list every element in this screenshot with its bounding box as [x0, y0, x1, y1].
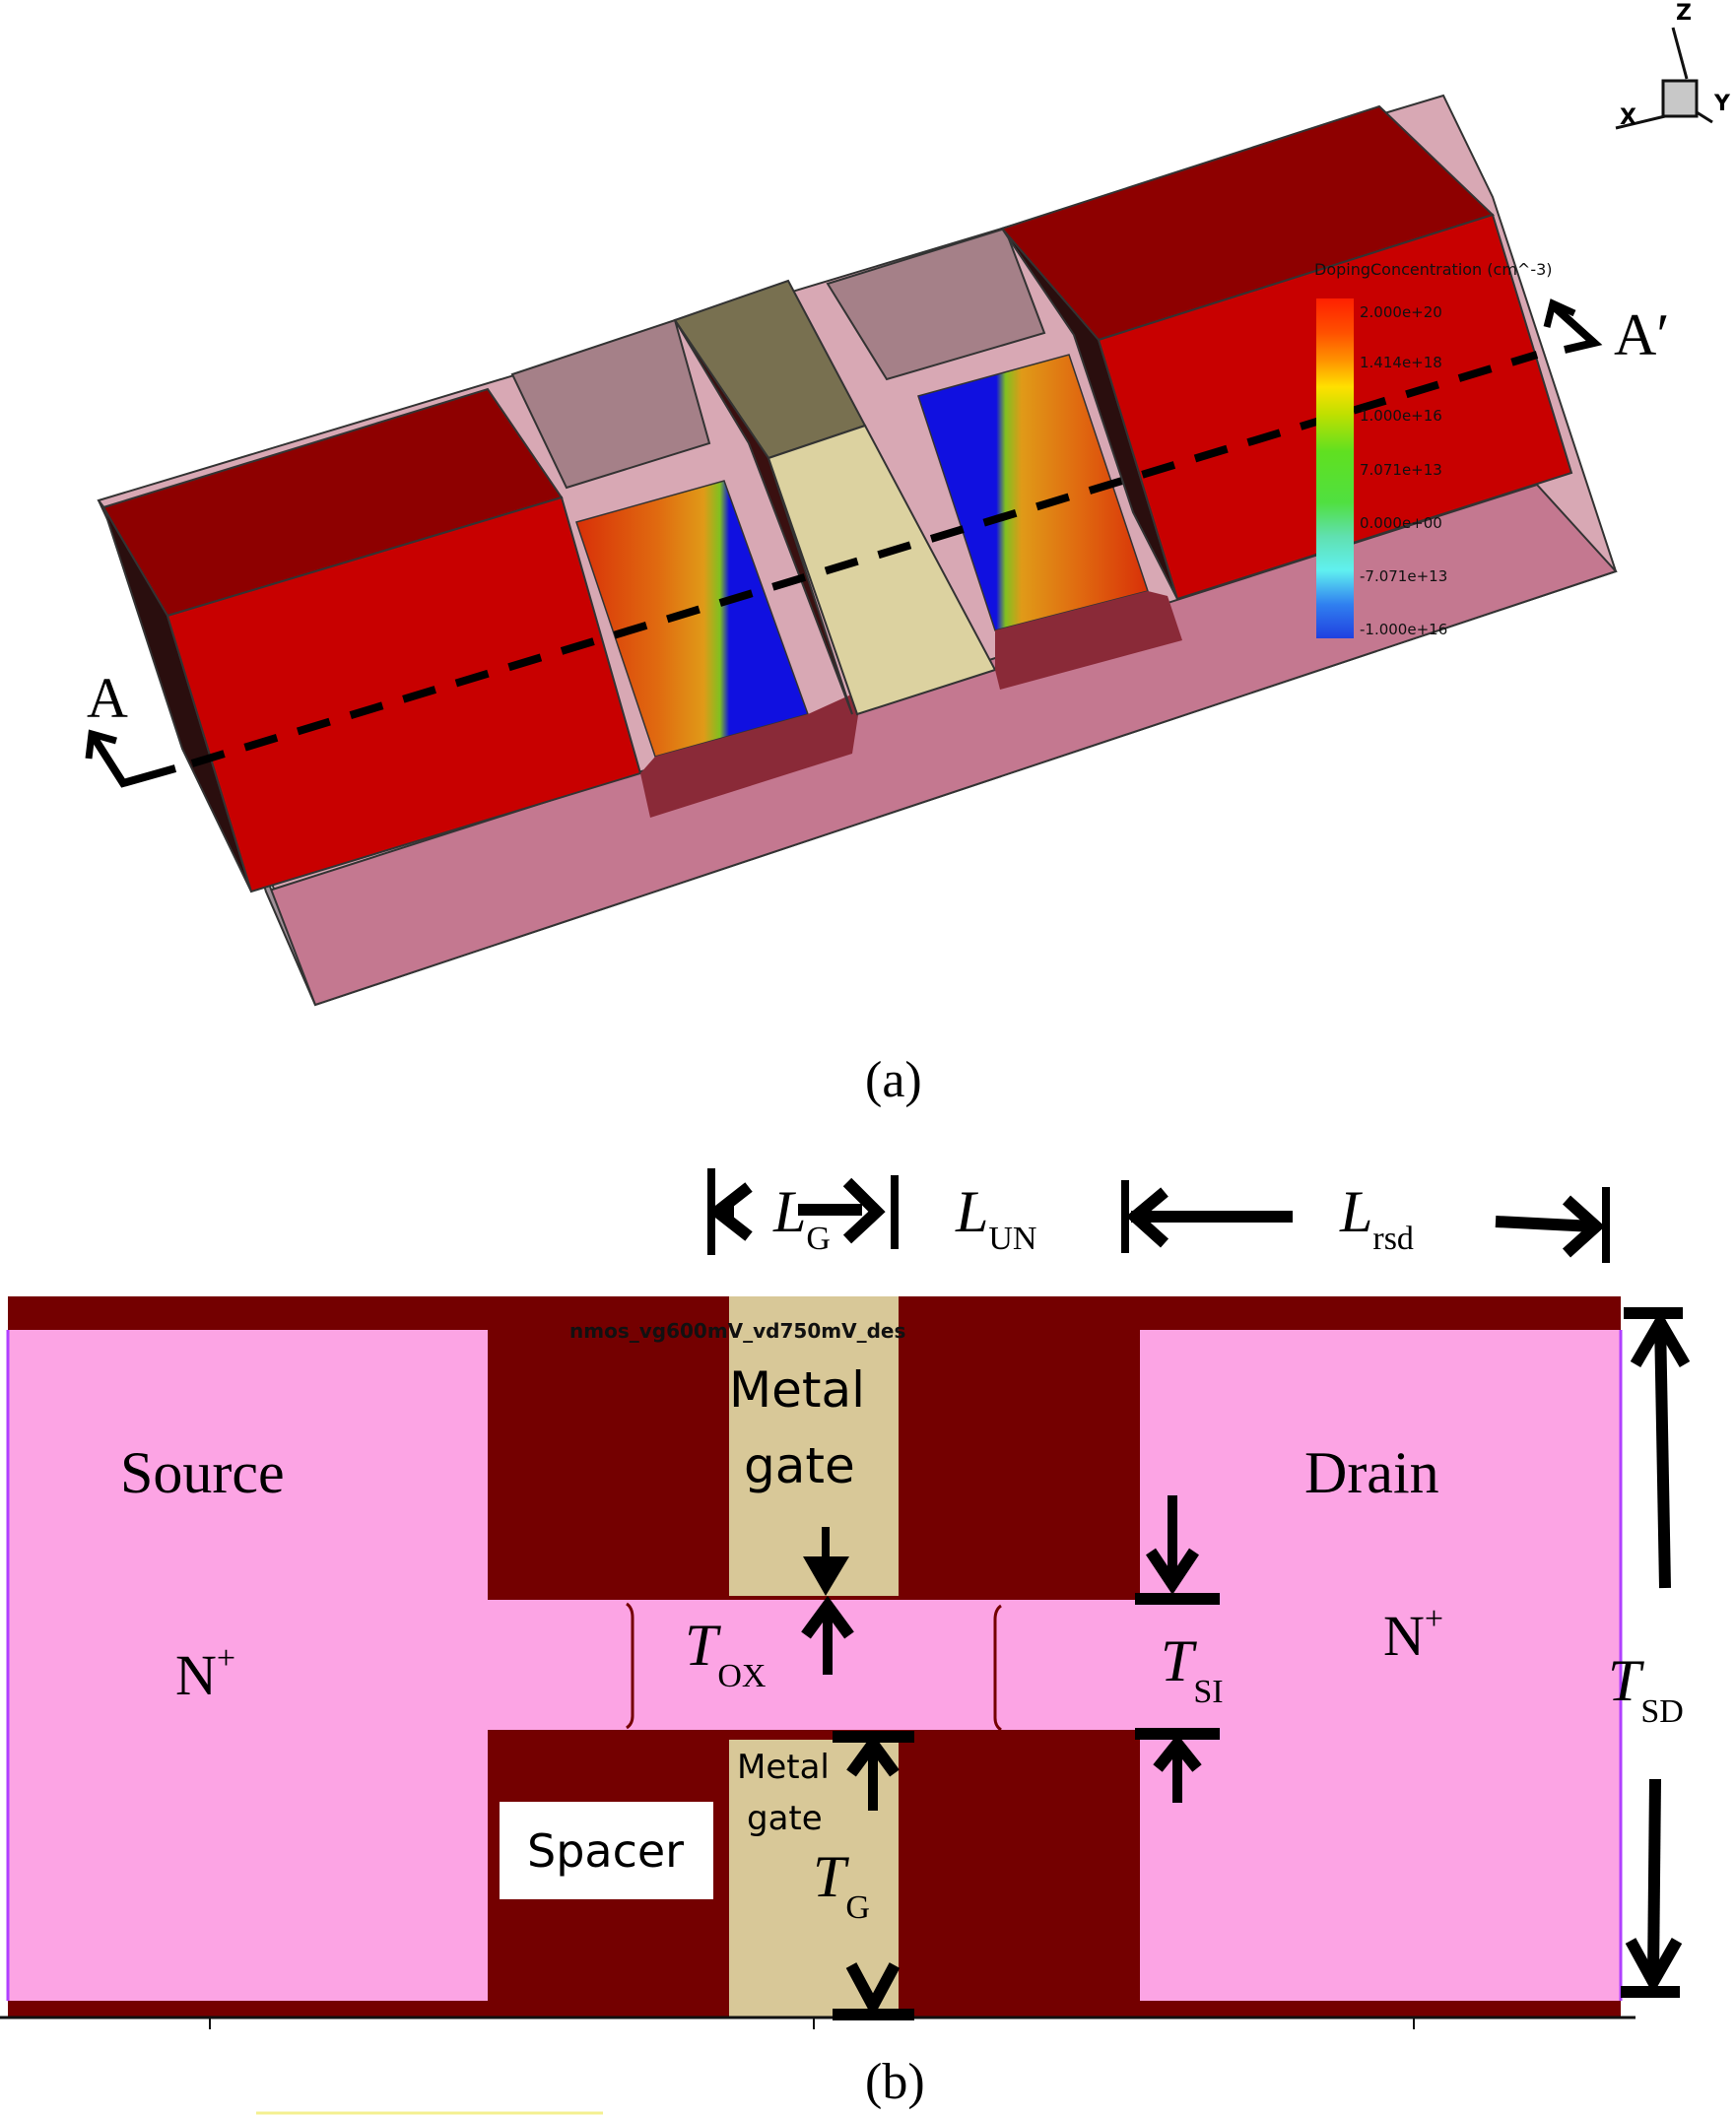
drain-region	[1140, 1330, 1621, 2001]
n-plus-left-label: N+	[175, 1640, 235, 1707]
axis-y-label: Y	[1713, 92, 1731, 116]
panel-b-cross-section: nmos_vg600mV_vd750mV_des Metal gate Sour…	[0, 1168, 1691, 2115]
drain-label: Drain	[1304, 1440, 1439, 1505]
metal-gate-top-label-2: gate	[744, 1437, 855, 1494]
spacer-top-right	[826, 227, 1046, 381]
colorbar-tick: 2.000e+20	[1360, 303, 1442, 321]
source-label: Source	[120, 1440, 285, 1505]
dim-lrsd-label: Lrsd	[1339, 1179, 1414, 1257]
dim-tg-label: TG	[813, 1844, 870, 1926]
panel-a-3d-device: A A′ DopingConcentration (cm^-3) 2.000e+…	[85, 1, 1731, 1108]
metal-gate-bottom-label-1: Metal	[737, 1748, 830, 1787]
n-plus-right-label: N+	[1383, 1601, 1443, 1668]
metal-gate-top-label-1: Metal	[729, 1361, 865, 1419]
spacer-label: Spacer	[527, 1824, 684, 1878]
cut-arrowhead-a	[85, 729, 117, 760]
source-region	[8, 1330, 488, 2001]
metal-gate-bottom-label-2: gate	[747, 1799, 823, 1838]
spacer-top-left	[510, 318, 711, 490]
cut-arrow-a-prime	[1552, 304, 1603, 354]
drain-left-face	[1001, 228, 1178, 600]
axes-triad-icon: Z X Y	[1615, 1, 1731, 130]
axis-z-label: Z	[1676, 1, 1692, 26]
dim-tox-label: TOX	[685, 1613, 766, 1694]
colorbar-tick: 1.414e+18	[1360, 354, 1442, 371]
simulation-label: nmos_vg600mV_vd750mV_des	[569, 1319, 905, 1343]
cut-label-a: A	[87, 666, 128, 730]
cutline-a-a-prime	[190, 351, 1539, 767]
caption-b: (b)	[865, 2054, 925, 2110]
axis-x-label: X	[1620, 105, 1636, 130]
gate-left-dark-face	[674, 319, 853, 715]
cut-arrowhead-a-prime	[1543, 298, 1576, 328]
dim-lg-label: LG	[772, 1179, 831, 1257]
cut-label-a-prime: A′	[1614, 302, 1669, 367]
colorbar-ticks: 2.000e+20 1.414e+18 1.000e+16 7.071e+13 …	[1360, 303, 1447, 638]
caption-a: (a)	[865, 1052, 922, 1108]
colorbar-tick: 1.000e+16	[1360, 407, 1442, 425]
colorbar-tick: -1.000e+16	[1360, 621, 1447, 638]
dim-lun-label: LUN	[955, 1179, 1036, 1257]
colorbar-tick: -7.071e+13	[1360, 567, 1447, 585]
colorbar	[1316, 298, 1354, 638]
colorbar-tick: 7.071e+13	[1360, 461, 1442, 479]
dim-tsd-label: TSD	[1608, 1648, 1684, 1730]
colorbar-tick: 0.000e+00	[1360, 514, 1442, 532]
metal-gate-top	[729, 1296, 899, 1596]
dim-tsi-label: TSI	[1161, 1628, 1224, 1710]
dimension-arrows	[707, 1168, 1691, 2020]
cut-arrow-a	[90, 734, 177, 788]
spacer-label-box	[500, 1802, 713, 1899]
channel-left-floor	[640, 690, 862, 818]
colorbar-title: DopingConcentration (cm^-3)	[1314, 260, 1553, 279]
channel-right-floor	[995, 591, 1182, 690]
